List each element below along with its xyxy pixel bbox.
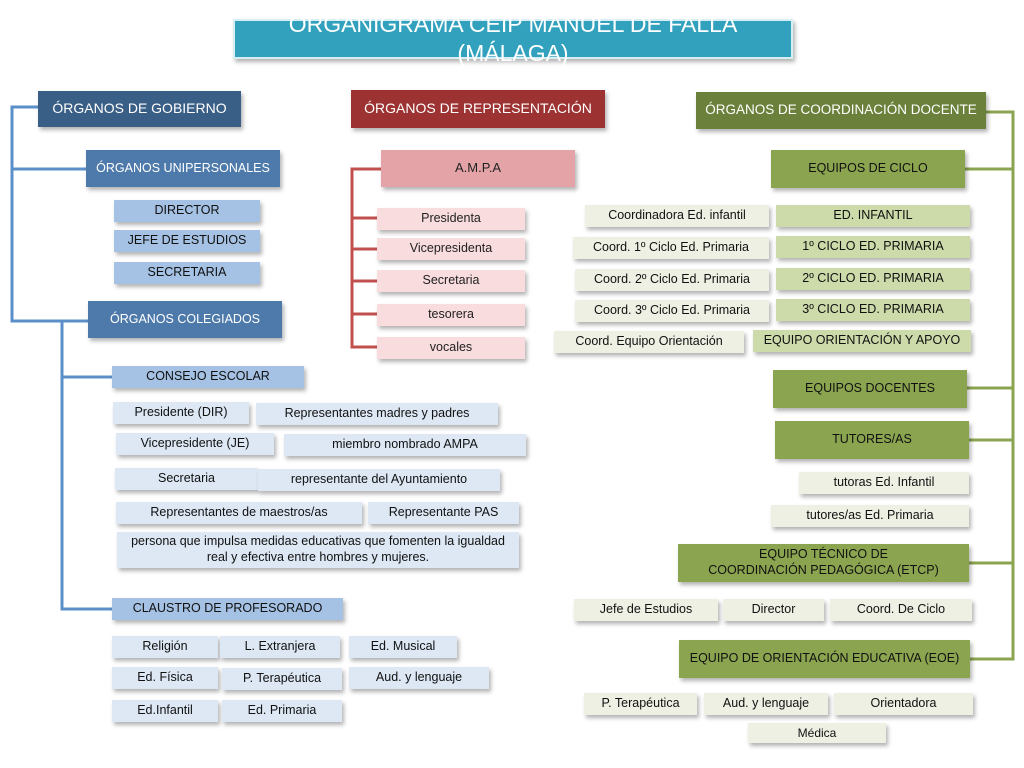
claustro-member: L. Extranjera xyxy=(220,636,340,658)
ciclo-coordinator: Coordinadora Ed. infantil xyxy=(585,205,769,227)
ciclo-node: ED. INFANTIL xyxy=(776,205,970,227)
claustro-member: Ed. Musical xyxy=(349,636,457,658)
equipos-docentes-node: EQUIPOS DOCENTES xyxy=(773,370,967,408)
etcp-member: Jefe de Estudios xyxy=(574,599,718,621)
claustro-node: CLAUSTRO DE PROFESORADO xyxy=(112,598,343,620)
claustro-member: Ed. Primaria xyxy=(222,700,342,722)
jefe-estudios-node: JEFE DE ESTUDIOS xyxy=(114,230,260,252)
ciclo-node: 2º CICLO ED. PRIMARIA xyxy=(776,268,970,290)
claustro-member: Ed.Infantil xyxy=(112,700,218,722)
ampa-node: A.M.P.A xyxy=(381,150,575,187)
ampa-member: vocales xyxy=(377,337,525,359)
eoe-member: Orientadora xyxy=(834,693,973,715)
consejo-member: representante del Ayuntamiento xyxy=(258,469,500,491)
equipos-ciclo-node: EQUIPOS DE CICLO xyxy=(771,150,965,188)
consejo-member: persona que impulsa medidas educativas q… xyxy=(117,532,519,568)
tutores-item: tutores/as Ed. Primaria xyxy=(771,505,969,527)
claustro-member: Aud. y lenguaje xyxy=(349,667,489,689)
coordinacion-header: ÓRGANOS DE COORDINACIÓN DOCENTE xyxy=(696,92,986,129)
eoe-member: Aud. y lenguaje xyxy=(704,693,828,715)
ciclo-coordinator: Coord. 3º Ciclo Ed. Primaria xyxy=(575,300,769,322)
ciclo-coordinator: Coord. 1º Ciclo Ed. Primaria xyxy=(573,237,769,259)
eoe-member: Médica xyxy=(748,723,886,743)
tutores-item: tutoras Ed. Infantil xyxy=(799,472,969,494)
director-node: DIRECTOR xyxy=(114,200,260,222)
ciclo-node: 1º CICLO ED. PRIMARIA xyxy=(776,236,970,258)
etcp-member: Director xyxy=(723,599,824,621)
etcp-node: EQUIPO TÉCNICO DE COORDINACIÓN PEDAGÓGIC… xyxy=(678,544,969,582)
consejo-member: Representantes de maestros/as xyxy=(116,502,362,524)
colegiados-node: ÓRGANOS COLEGIADOS xyxy=(88,301,282,338)
claustro-member: Religión xyxy=(112,636,218,658)
consejo-escolar-node: CONSEJO ESCOLAR xyxy=(112,366,304,388)
consejo-member: Vicepresidente (JE) xyxy=(116,433,274,455)
tutores-node: TUTORES/AS xyxy=(775,421,969,459)
ciclo-node: EQUIPO ORIENTACIÓN Y APOYO xyxy=(753,330,971,352)
ampa-member: Vicepresidenta xyxy=(377,238,525,260)
claustro-member: Ed. Física xyxy=(112,667,218,689)
consejo-member: Presidente (DIR) xyxy=(113,402,249,424)
ampa-member: Secretaria xyxy=(377,270,525,292)
ampa-member: tesorera xyxy=(377,304,525,326)
coordinacion-connector xyxy=(970,110,1015,661)
ciclo-node: 3º CICLO ED. PRIMARIA xyxy=(776,299,970,321)
gobierno-header: ÓRGANOS DE GOBIERNO xyxy=(38,91,241,127)
colegiados-connector xyxy=(60,319,112,611)
ampa-connector xyxy=(350,167,382,349)
ampa-member: Presidenta xyxy=(377,208,525,230)
consejo-member: Secretaria xyxy=(115,468,258,490)
consejo-member: Representantes madres y padres xyxy=(256,403,498,425)
etcp-member: Coord. De Ciclo xyxy=(830,599,972,621)
ciclo-coordinator: Coord. Equipo Orientación xyxy=(554,331,744,353)
ciclo-coordinator: Coord. 2º Ciclo Ed. Primaria xyxy=(575,269,769,291)
unipersonales-node: ÓRGANOS UNIPERSONALES xyxy=(86,150,280,187)
gobierno-connector xyxy=(10,105,88,323)
eoe-member: P. Terapéutica xyxy=(584,693,697,715)
consejo-member: miembro nombrado AMPA xyxy=(284,434,526,456)
page-title: ORGANIGRAMA CEIP MANUEL DE FALLA (MÁLAGA… xyxy=(233,11,793,66)
secretaria-node: SECRETARIA xyxy=(114,262,260,284)
consejo-member: Representante PAS xyxy=(368,502,519,524)
eoe-node: EQUIPO DE ORIENTACIÓN EDUCATIVA (EOE) xyxy=(679,640,970,678)
representacion-header: ÓRGANOS DE REPRESENTACIÓN xyxy=(351,90,605,128)
claustro-member: P. Terapéutica xyxy=(222,668,342,690)
